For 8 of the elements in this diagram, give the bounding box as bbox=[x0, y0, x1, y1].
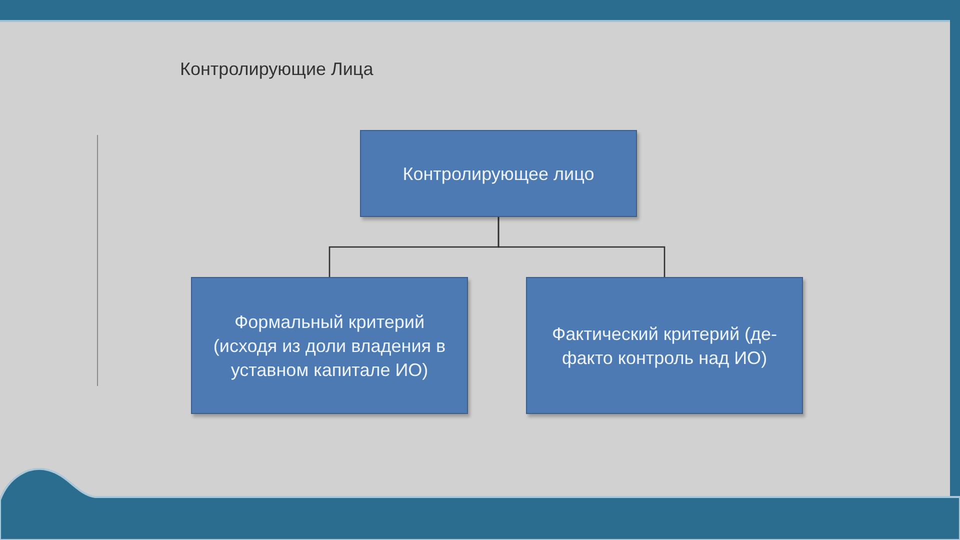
box-label: Фактический критерий (де-факто контроль над ИО) bbox=[550, 322, 778, 370]
category-box bbox=[526, 277, 803, 414]
category-box bbox=[191, 277, 468, 414]
box-label: Контролирующее лицо bbox=[402, 162, 594, 186]
connector-line bbox=[498, 217, 666, 277]
slide-title: Контролирующие Лица bbox=[180, 58, 374, 81]
category-box bbox=[360, 130, 637, 217]
box-label: Формальный критерий (исходя из доли владения в уставном капитале ИО) bbox=[212, 310, 447, 382]
